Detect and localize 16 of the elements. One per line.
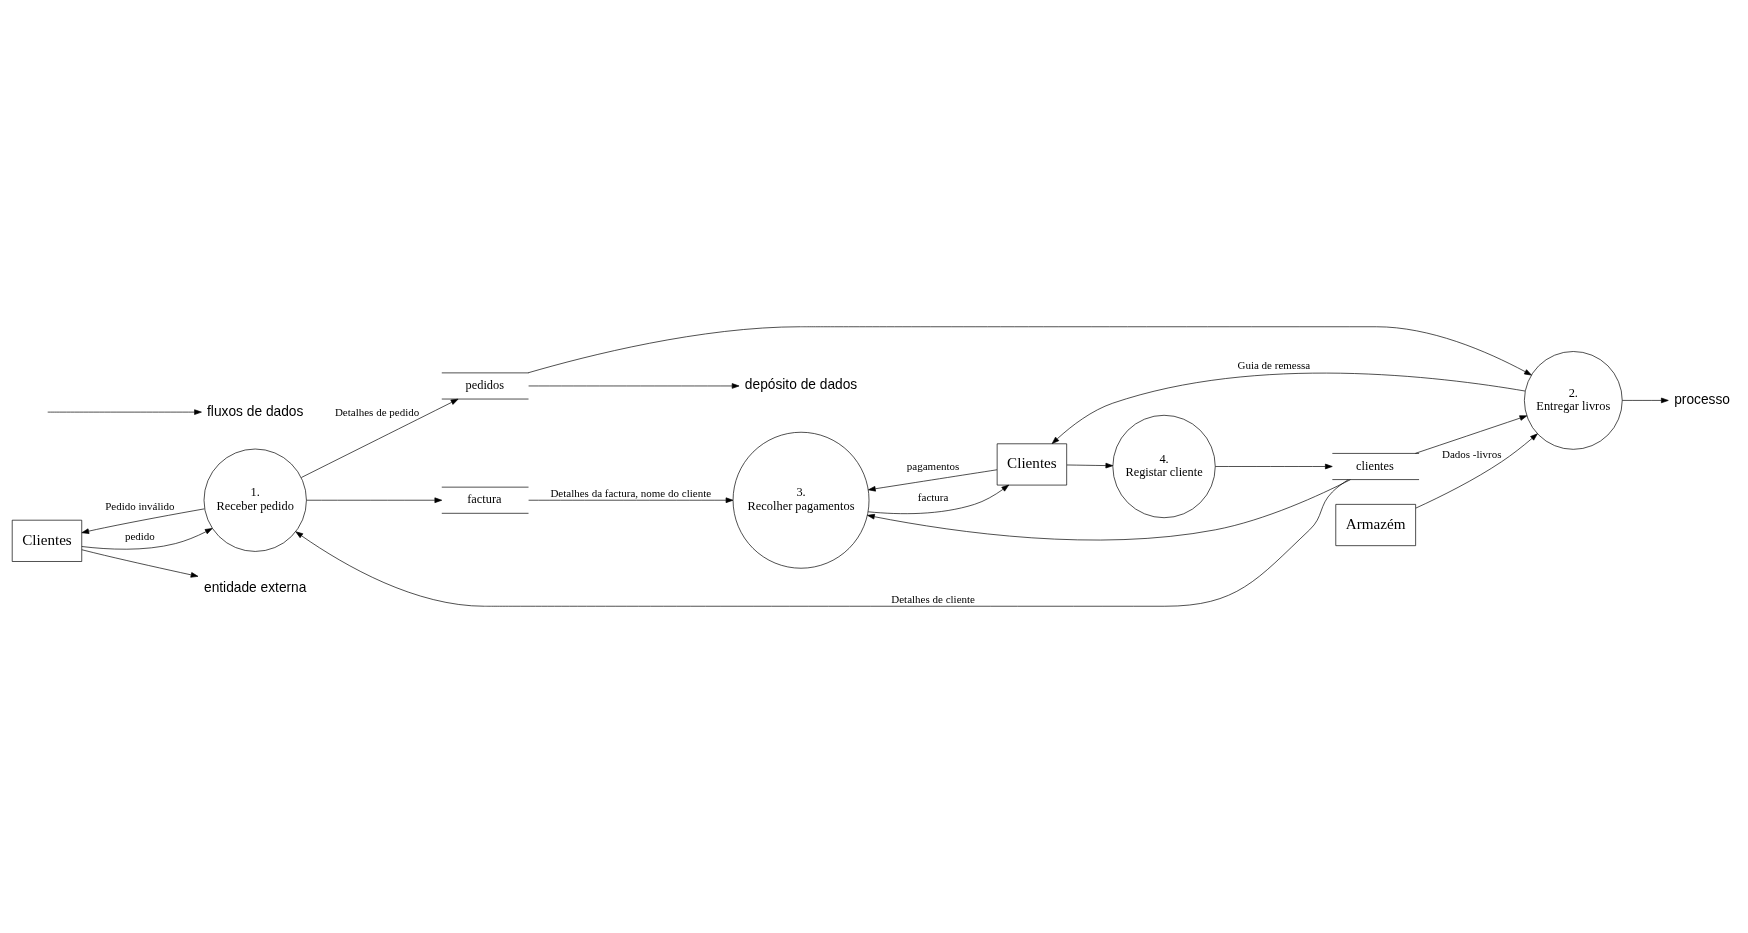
edge-label: pagamentos	[906, 459, 960, 472]
edge-label: Dados -livros	[1441, 448, 1502, 461]
edge-label: Detalhes da factura, nome do cliente	[550, 486, 712, 499]
node-text: processo	[1674, 391, 1730, 407]
node-text: factura	[467, 492, 502, 507]
edge-label: factura	[917, 490, 949, 503]
node-text: clientes	[1356, 458, 1394, 473]
node-text: entidade externa	[203, 579, 307, 595]
node-text: pedidos	[465, 377, 505, 392]
edge-label: pedido	[124, 530, 155, 543]
edge-label: Pedido inválido	[105, 500, 175, 513]
edge-label: Detalhes de pedido	[334, 406, 420, 419]
edge-label: Detalhes de cliente	[891, 592, 975, 605]
edge-label: Guia de remessa	[1237, 359, 1311, 372]
node-text: fluxos de dados	[207, 403, 304, 419]
node-text: depósito de dados	[744, 377, 858, 393]
